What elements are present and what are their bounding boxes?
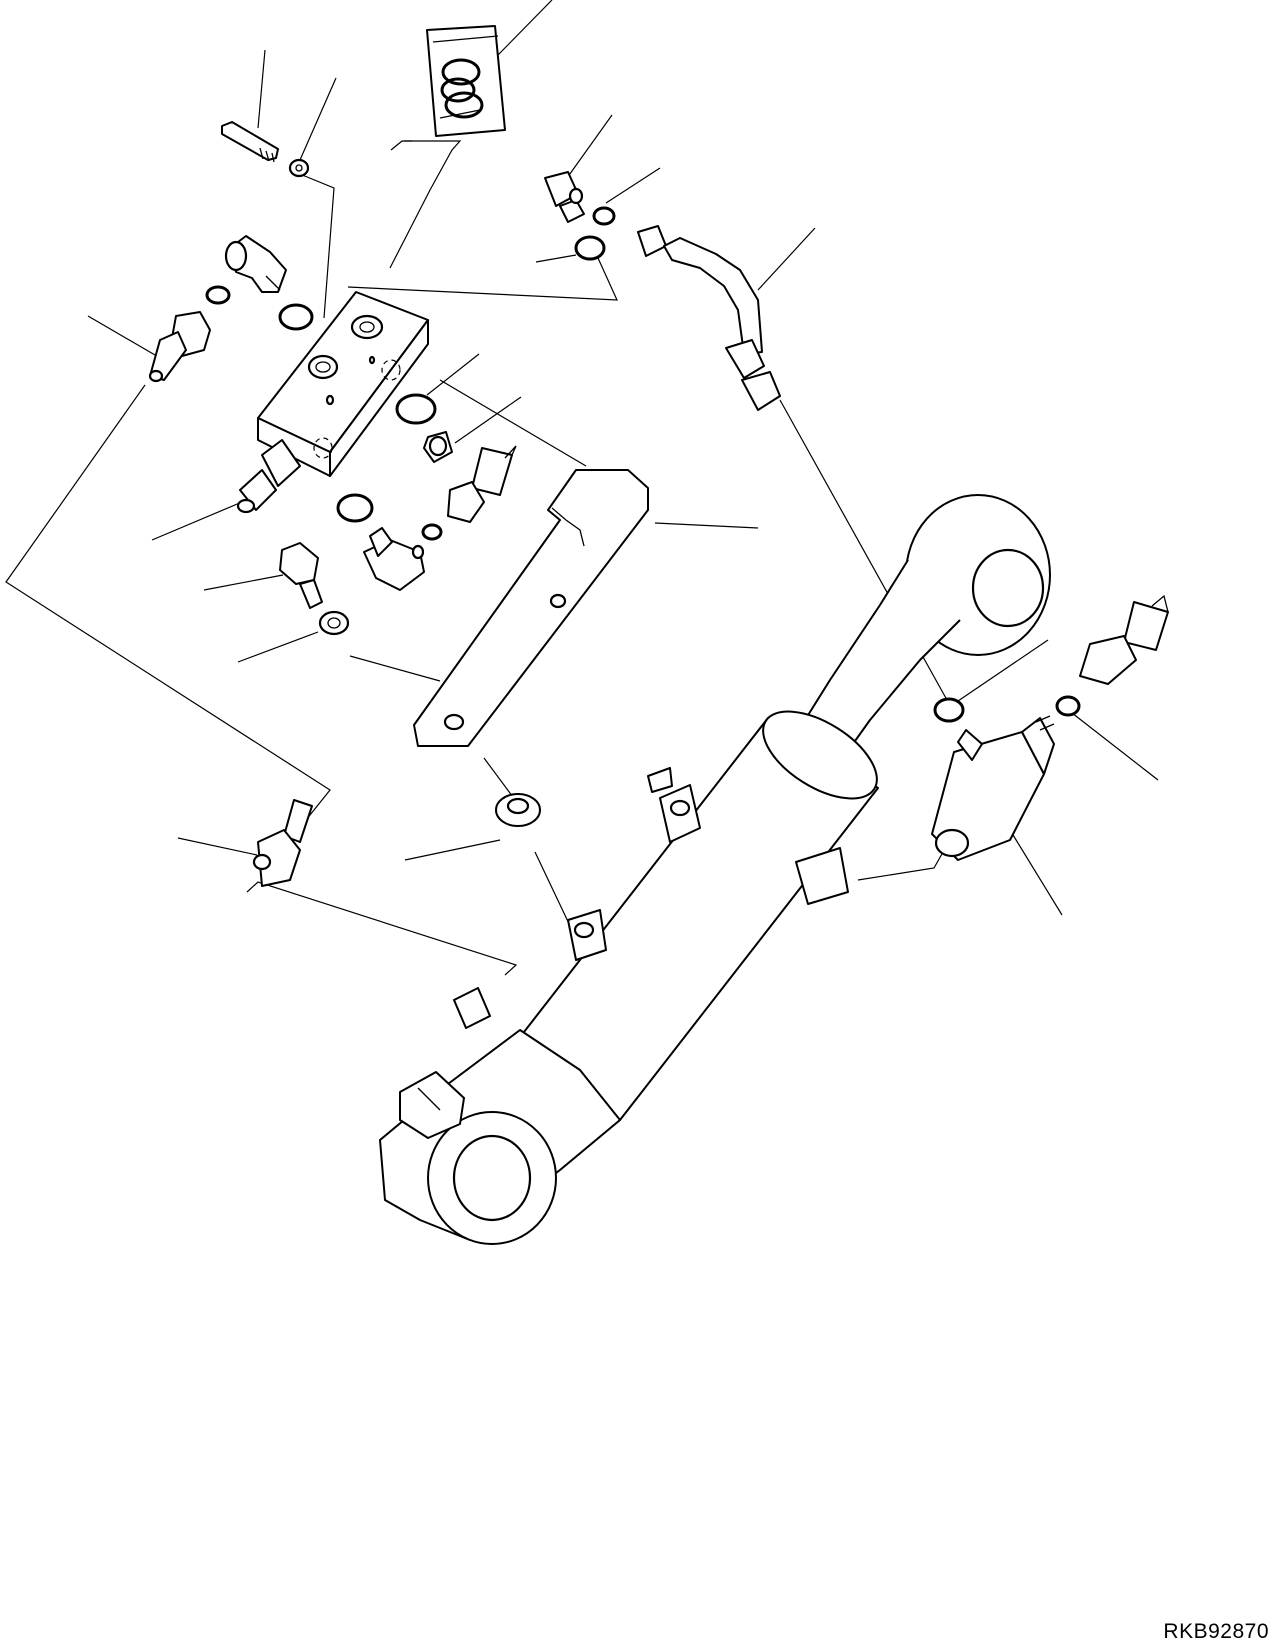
hose-end-icon (447, 445, 517, 523)
washer-icon (318, 610, 350, 636)
hose-end-icon (1079, 594, 1169, 685)
cap-bolt-icon (279, 542, 323, 609)
elbow-fitting-icon (224, 235, 287, 293)
drawing-code-label: RKB92870 (1163, 1620, 1269, 1643)
hose-end-icon (252, 799, 313, 887)
o-ring-icon (933, 697, 965, 723)
hydraulic-cylinder-icon (379, 494, 1051, 1245)
bolt-icon (221, 121, 279, 163)
washer-icon (288, 158, 310, 178)
leader-lines (5, 0, 1159, 976)
o-ring-icon (395, 393, 437, 425)
spacer-icon (495, 793, 541, 827)
steel-pipe-icon (637, 225, 781, 411)
o-ring-icon (278, 303, 314, 331)
elbow-fitting-icon (363, 527, 425, 591)
o-ring-icon (574, 235, 606, 261)
tee-fitting-icon (931, 715, 1055, 861)
straight-fitting-icon (423, 431, 453, 463)
straight-fitting-icon (544, 171, 585, 223)
o-ring-small-icon (1055, 695, 1081, 717)
o-ring-icon (336, 493, 374, 523)
o-ring-small-icon (421, 523, 443, 541)
connector-icon (148, 311, 211, 383)
mounting-bracket-icon (413, 469, 649, 747)
seal-kit-bag-icon (426, 25, 506, 137)
o-ring-small-icon (205, 285, 231, 305)
valve-block-icon (236, 291, 429, 514)
o-ring-small-icon (592, 206, 616, 226)
